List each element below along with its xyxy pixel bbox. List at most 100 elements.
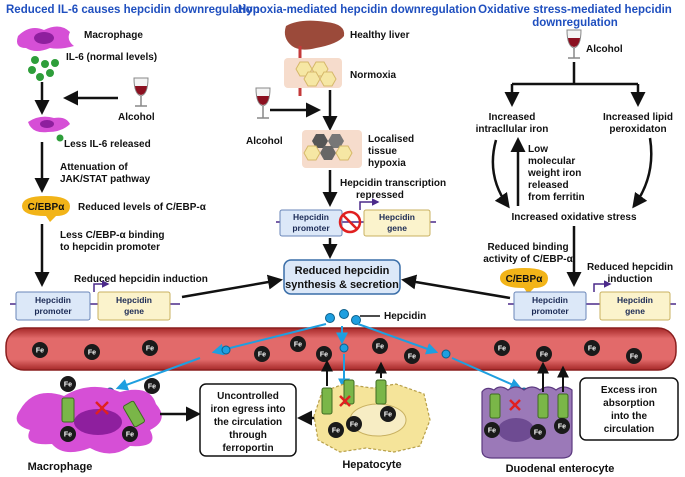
svg-text:Fe: Fe [588, 346, 596, 353]
hepcidin-arrow-enterocyte [357, 323, 439, 355]
binding-line1: Reduced binding [487, 242, 568, 253]
less-binding-line2: to hepcidin promoter [60, 242, 160, 253]
macrophage-icon [17, 26, 74, 51]
svg-text:Fe: Fe [408, 354, 416, 361]
hepcidin-promoter-right: Hepcidin promoter Hepcidin gene [508, 280, 676, 321]
iron-line1: Increased [489, 112, 536, 123]
excess-line1: Excess iron [601, 385, 657, 396]
hepcidin-promoter-middle: Hepcidin promoter Hepcidin gene [276, 198, 436, 237]
low-mw-line2: molecular [528, 156, 575, 167]
cebp-protein-icon: C/EBPα [500, 268, 548, 294]
arrow-right-to-synthesis [401, 274, 511, 300]
svg-text:Fe: Fe [630, 354, 638, 361]
promoter-middle-line2: promoter [292, 223, 330, 233]
iron-ion-icon: Fe Fe Fe [328, 406, 396, 438]
svg-text:Fe: Fe [384, 412, 392, 419]
iron-line2: intracllular iron [476, 124, 549, 135]
hypoxia-cluster-icon [302, 130, 362, 168]
hepatocyte-label: Hepatocyte [342, 459, 401, 471]
reduced-synthesis-box: Reduced hepcidin synthesis & secretion [283, 259, 401, 295]
arrow-left-to-synthesis [181, 274, 283, 299]
svg-text:Fe: Fe [350, 422, 358, 429]
svg-text:Fe: Fe [498, 346, 506, 353]
healthy-liver-label: Healthy liver [350, 30, 410, 41]
inhibit-icon [339, 395, 351, 407]
reduced-induction-label: Reduced hepcidin induction [74, 274, 208, 285]
il6-dots [28, 56, 59, 81]
excess-line2: absorption [603, 398, 655, 409]
svg-text:Fe: Fe [320, 352, 328, 359]
svg-text:Fe: Fe [540, 352, 548, 359]
egress-line2: iron egress into [210, 404, 285, 415]
low-mw-line5: from ferritin [528, 192, 585, 203]
normoxia-label: Normoxia [350, 70, 397, 81]
heading-hypoxia: Hypoxia-mediated hepcidin downregulation [238, 4, 476, 16]
gene-left-line1: Hepcidin [116, 295, 152, 305]
svg-text:Fe: Fe [294, 342, 302, 349]
localised-line2: tissue [368, 146, 397, 157]
excess-line3: into the [611, 411, 648, 422]
svg-text:Fe: Fe [488, 428, 496, 435]
alcohol-label-middle: Alcohol [246, 136, 283, 147]
svg-text:Fe: Fe [558, 424, 566, 431]
gene-middle-line1: Hepcidin [379, 212, 415, 222]
lipid-line1: Increased lipid [603, 112, 673, 123]
svg-text:Fe: Fe [126, 432, 134, 439]
promoter-left-line1: Hepcidin [35, 295, 71, 305]
inhibit-icon [509, 399, 521, 411]
alcohol-label-left: Alcohol [118, 112, 155, 123]
low-mw-line4: released [528, 180, 569, 191]
transcription-line1: Hepcidin transcription [340, 178, 446, 189]
alcohol-label-right: Alcohol [586, 44, 623, 55]
promoter-left-line2: promoter [34, 306, 72, 316]
branch-line [512, 62, 638, 86]
macrophage-small-icon [28, 116, 70, 142]
low-mw-line1: Low [528, 144, 548, 155]
macrophage-label-bottom: Macrophage [28, 461, 93, 473]
gene-right-line1: Hepcidin [617, 295, 653, 305]
synthesis-line2: synthesis & secretion [285, 279, 399, 291]
heading-il6: Reduced IL-6 causes hepcidin downregulat… [6, 4, 260, 16]
egress-line1: Uncontrolled [217, 391, 279, 402]
gene-left-line2: gene [124, 306, 144, 316]
il6-normal-label: IL-6 (normal levels) [66, 52, 157, 63]
egress-line4: through [229, 430, 267, 441]
enterocyte-label: Duodenal enterocyte [506, 463, 615, 475]
hepcidin-arrow-macrophage [211, 323, 327, 356]
heading-oxidative-line1: Oxidative stress-mediated hepcidin [478, 4, 672, 16]
heading-oxidative-line2: downregulation [532, 17, 618, 29]
low-mw-line3: weight iron [527, 168, 581, 179]
promoter-middle-line1: Hepcidin [293, 212, 329, 222]
svg-text:Fe: Fe [88, 350, 96, 357]
wine-glass-icon [255, 87, 271, 119]
iron-ion-icon: Fe Fe Fe Fe [60, 376, 160, 442]
svg-text:Fe: Fe [258, 352, 266, 359]
induction-right-line2: induction [608, 274, 653, 285]
ferroportin-icon [321, 379, 387, 415]
hepcidin-arrow-enterocyte-2 [451, 357, 523, 390]
svg-text:Fe: Fe [64, 432, 72, 439]
svg-text:Fe: Fe [64, 382, 72, 389]
localised-line3: hypoxia [368, 158, 406, 169]
svg-text:Fe: Fe [36, 348, 44, 355]
binding-line2: activity of C/EBP-α [483, 254, 573, 265]
iron-ion-icon: Fe Fe Fe [484, 418, 570, 440]
less-il6-label: Less IL-6 released [64, 139, 151, 150]
arrow-lipid-down [632, 137, 653, 209]
cebp-badge-left: C/EBPα [28, 202, 66, 213]
oxidative-stress-label: Increased oxidative stress [511, 212, 637, 223]
wine-glass-icon [566, 29, 582, 59]
inhibit-icon [338, 210, 362, 234]
svg-text:Fe: Fe [332, 428, 340, 435]
excess-iron-box: Excess iron absorption into the circulat… [579, 377, 679, 441]
hepcidin-molecule-icon [325, 309, 361, 325]
inhibit-icon [95, 401, 109, 415]
reduced-cebp-label: Reduced levels of C/EBP-α [78, 202, 207, 213]
transcription-line2: repressed [356, 190, 404, 201]
macrophage-label-top: Macrophage [84, 30, 143, 41]
hepcidin-label: Hepcidin [384, 311, 426, 322]
cebp-protein-icon: C/EBPα [22, 196, 70, 222]
ferroportin-icon [489, 393, 569, 419]
excess-line4: circulation [604, 424, 655, 435]
promoter-right-line2: promoter [531, 306, 569, 316]
